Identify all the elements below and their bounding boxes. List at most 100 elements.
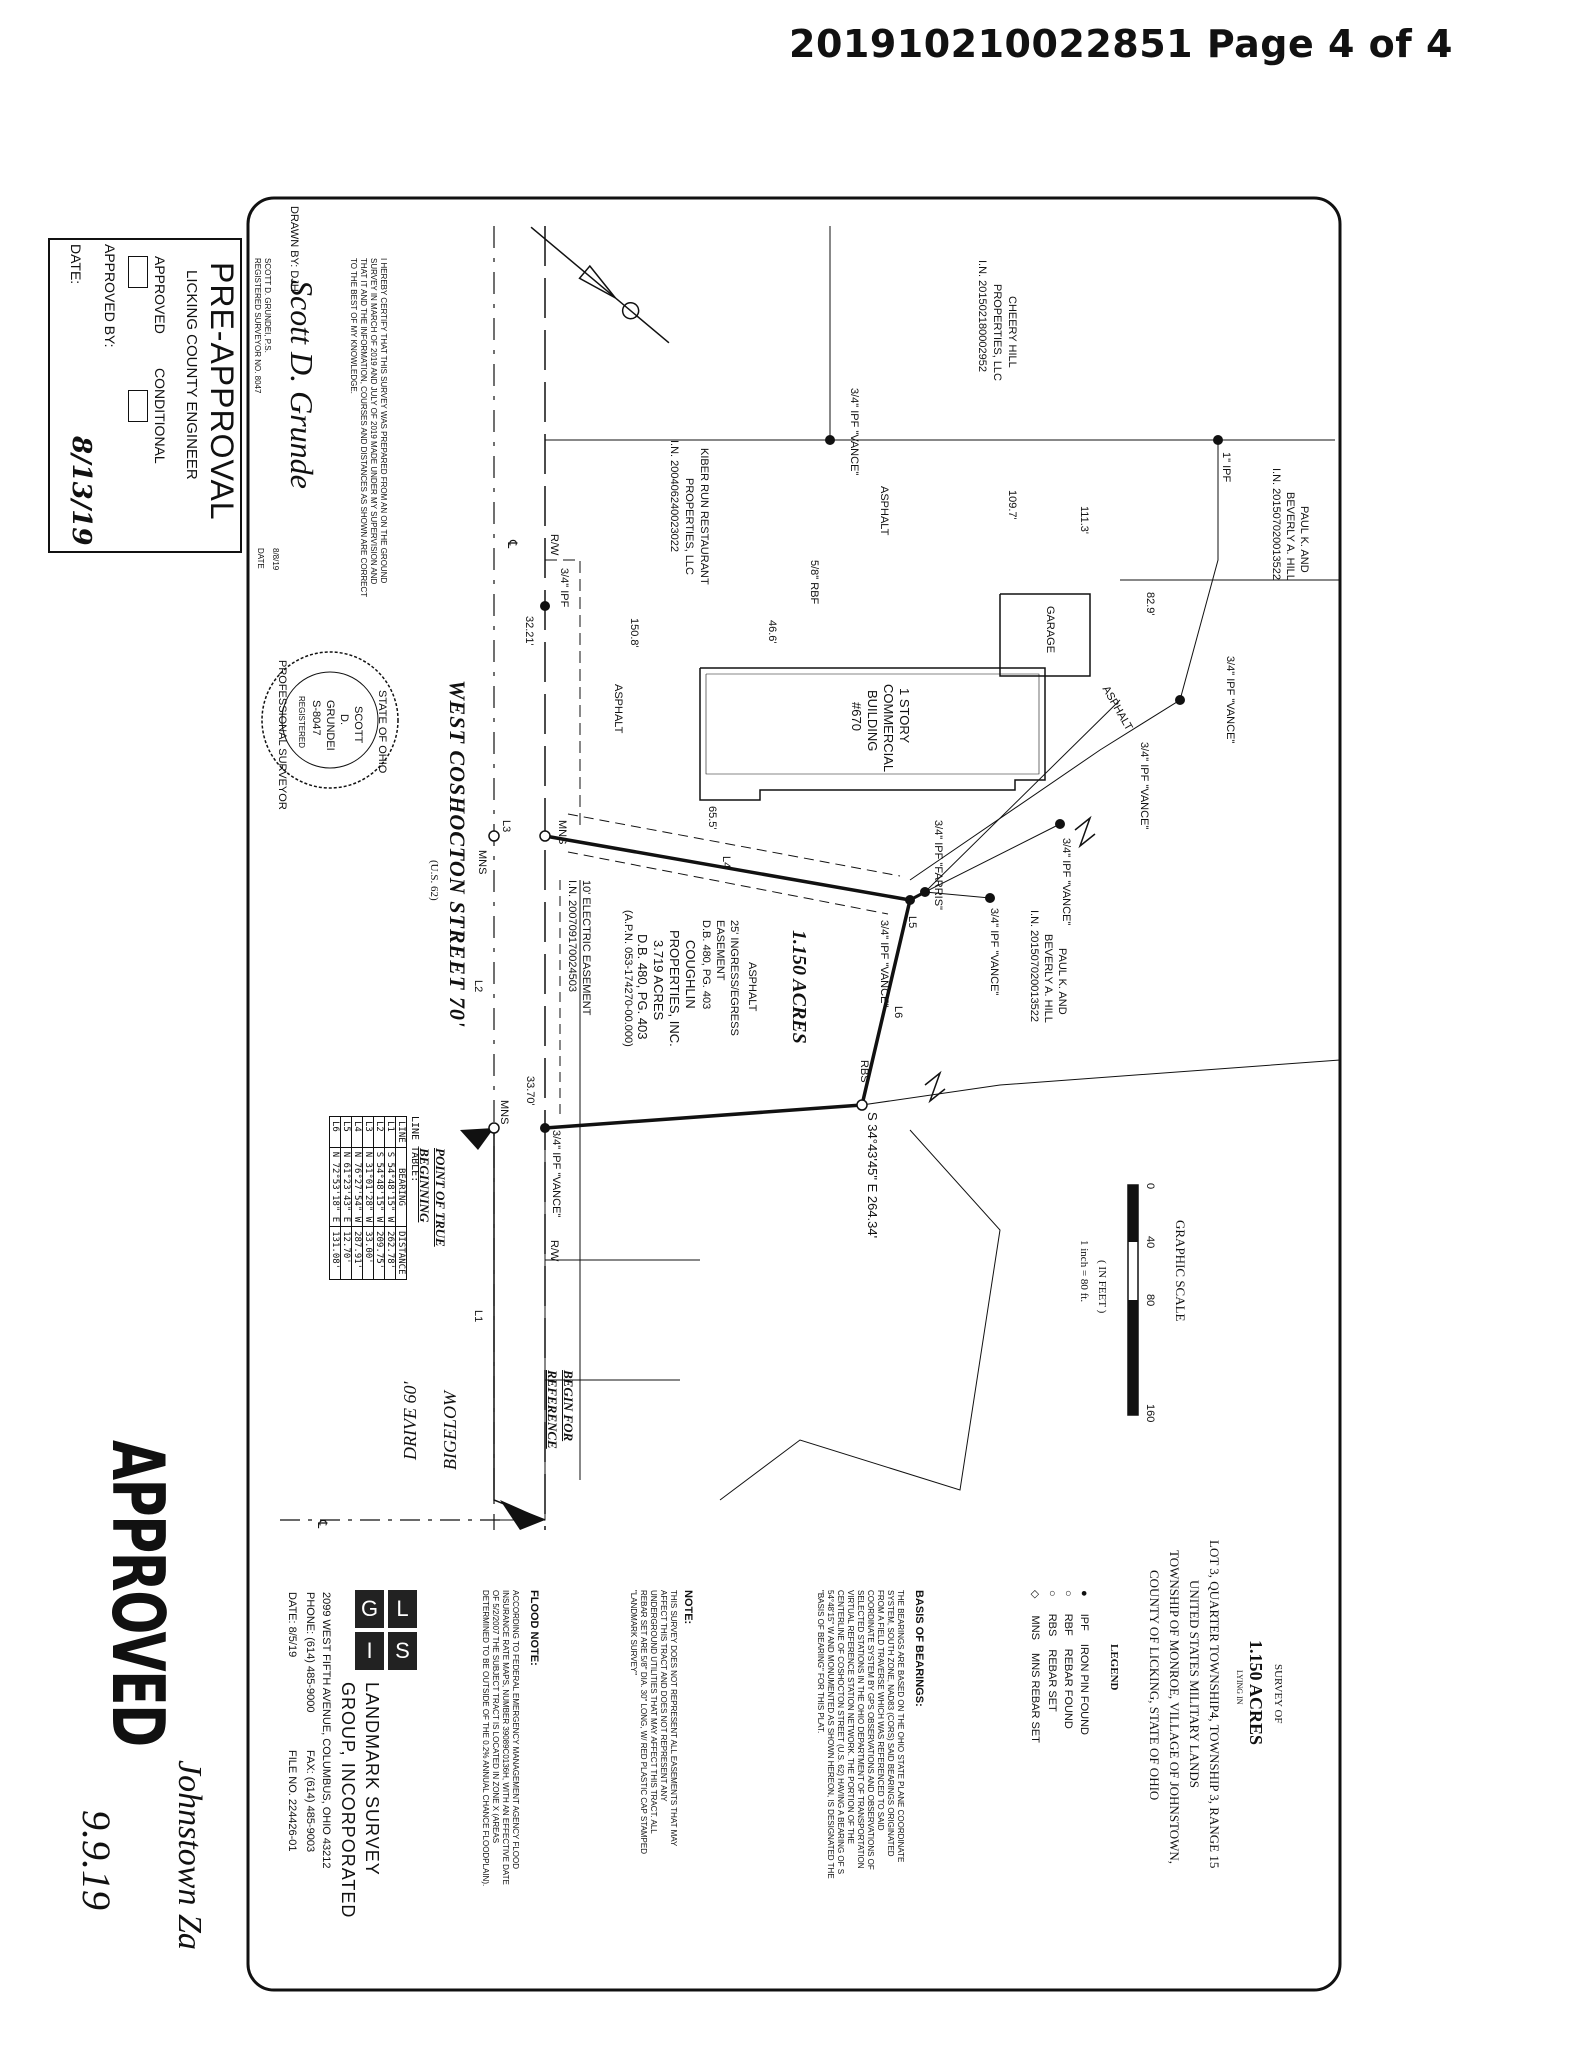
graphic-scale-ratio: 1 inch = 80 ft.: [1078, 1240, 1090, 1303]
table-cell: S 54°48'15" W: [384, 1147, 396, 1227]
garage-outline: [999, 593, 1091, 677]
scale-tick: 160: [1144, 1404, 1156, 1423]
ipf-marker: [540, 601, 550, 611]
legend-desc: MNS REBAR SET: [1029, 1653, 1041, 1743]
dim-label: 82.9': [1144, 592, 1156, 616]
scale-tick: 0: [1144, 1183, 1156, 1190]
monument-label: 3/4" IPF "VANCE": [878, 920, 890, 1008]
flood-text: ACCORDING TO FEDERAL EMERGENCY MANAGEMEN…: [481, 1590, 520, 1887]
firm-address: 2099 WEST FIFTH AVENUE, COLUMBUS, OHIO 4…: [320, 1592, 332, 1869]
seal-name-2: D.: [338, 714, 350, 725]
monument-label: 3/4" IPF "VANCE": [1060, 838, 1072, 926]
logo-letter: L: [388, 1590, 417, 1628]
monument-label: 3/4" IPF "VANCE": [550, 1130, 562, 1218]
line-table-header: BEARING: [395, 1147, 407, 1227]
electric-easement-label: 10' ELECTRIC EASEMENT: [580, 880, 592, 1016]
rbs-marker: [856, 1099, 868, 1111]
firm-fax: FAX: (614) 485-9003: [304, 1750, 316, 1853]
street-route: (U.S. 62): [428, 860, 440, 901]
table-cell: 262.78': [384, 1226, 396, 1279]
pob-arrow: [460, 1128, 494, 1150]
electric-easement-label-2: I.N. 200709170024503: [566, 880, 578, 992]
certification-date: 8/8/19: [271, 548, 280, 571]
hill-to-farris: [924, 699, 1121, 893]
tract-boundary: [544, 834, 913, 1130]
legend-code: RBS: [1046, 1613, 1058, 1637]
legend-item: ○ RBS REBAR SET: [1046, 1590, 1058, 1712]
bigelow-name: BIGELOW: [440, 1391, 460, 1470]
approval-handwriting: Johnstown Za: [171, 1760, 208, 1950]
coughlin-owner: COUGHLIN: [683, 940, 698, 1009]
firm-name-1: LANDMARK SURVEY: [362, 1682, 382, 1876]
row-label: R/W: [548, 1240, 560, 1262]
tract-acreage: 1.150 ACRES: [788, 930, 810, 1044]
centerline-symbol: ℄: [505, 540, 520, 549]
line-table-header-row: LINE BEARING DISTANCE: [395, 1116, 407, 1279]
surveyor-name: SCOTT D. GRUNDEI, P.S.: [263, 258, 272, 353]
surveyor-signature: Scott D. Grunde: [284, 280, 320, 489]
kiber-instrument: I.N. 200406240023022: [668, 440, 680, 552]
ipf-marker: [985, 893, 995, 903]
table-cell: N 31°01'28" W: [362, 1147, 374, 1227]
survey-title-line7: COUNTY OF LICKING, STATE OF OHIO: [1147, 1570, 1162, 1801]
monument-label: 3/4" IPF: [558, 568, 570, 608]
begin-for-reference: BEGIN FOR: [561, 1370, 576, 1442]
firm-date: DATE: 8/5/19: [286, 1592, 298, 1658]
table-cell: 33.00': [362, 1226, 374, 1279]
pre-approval-stamp: PRE-APPROVAL LICKING COUNTY ENGINEER APP…: [48, 238, 242, 553]
cheery-hill-instrument: I.N. 201502180002952: [976, 260, 988, 372]
legend-code: RBF: [1062, 1613, 1074, 1636]
table-cell: 12.70': [340, 1226, 352, 1279]
bigelow-row: [500, 1128, 546, 1521]
table-row: L5 N 61°23'43" E 12.70': [340, 1116, 352, 1279]
asphalt-label: ASPHALT: [612, 684, 624, 734]
hill-instrument: I.N. 201507020013522: [1270, 468, 1282, 580]
monument-label: 3/4" IPF "FARRIS": [932, 820, 944, 910]
building-label-1: 1 STORY: [897, 688, 912, 744]
ipf-marker: [905, 895, 915, 905]
kiber-owner: KIBER RUN RESTAURANT: [698, 448, 710, 585]
monument-label: 3/4" IPF "VANCE": [1224, 656, 1236, 744]
table-cell: N 76°27'54" W: [351, 1147, 363, 1227]
monument-label: 3/4" IPF "VANCE": [988, 908, 1000, 996]
table-row: L4 N 76°27'54" W 287.91': [351, 1116, 363, 1279]
coughlin-owner-2: PROPERTIES, INC.: [667, 930, 682, 1047]
drawn-by: DRAWN BY: DJH: [288, 206, 300, 292]
table-cell: 131.08': [329, 1226, 341, 1279]
scale-tick: 40: [1144, 1236, 1156, 1249]
hill-b-line-2: [924, 891, 991, 899]
seal-number: S-8047: [310, 700, 322, 736]
basis-title: BASIS OF BEARINGS:: [913, 1590, 925, 1707]
begin-for-reference-2: REFERENCE: [545, 1370, 560, 1449]
legend-item: ◇ MNS MNS REBAR SET: [1029, 1590, 1042, 1743]
seal-state: STATE OF OHIO: [376, 690, 388, 774]
legend-symbol-icon: ○: [1046, 1590, 1058, 1597]
cheery-hill-owner: CHEERY HILL: [1006, 296, 1018, 368]
asphalt-label: ASPHALT: [878, 486, 890, 536]
ipf-marker: [540, 1123, 550, 1133]
note-title: NOTE:: [682, 1590, 694, 1625]
table-cell: L4: [351, 1116, 363, 1148]
coughlin-deed: D.B. 480, PG. 403: [635, 934, 650, 1040]
monument-label: MNS: [498, 1100, 510, 1125]
seal-name-1: SCOTT: [352, 706, 364, 744]
legend-desc: REBAR SET: [1046, 1649, 1058, 1712]
building-label-4: #670: [849, 702, 864, 731]
document-page-header: 201910210022851 Page 4 of 4: [789, 22, 1453, 66]
ingress-easement-label-2: EASEMENT: [714, 920, 726, 981]
legend-code: IPF: [1078, 1613, 1090, 1631]
line-table-title: LINE TABLE:: [409, 1116, 420, 1183]
hill-b-owner: PAUL K. AND: [1056, 948, 1068, 1015]
dim-label: 150.8': [628, 618, 640, 648]
table-cell: N 61°23'43" E: [340, 1147, 352, 1227]
legend-desc: IRON PIN FOUND: [1078, 1643, 1090, 1735]
mns-marker: [488, 1122, 500, 1134]
coughlin-apn: (A.P.N. 053-174270-00.000): [622, 910, 634, 1047]
surveyor-seal: [261, 651, 399, 789]
logo-letter: S: [388, 1632, 417, 1670]
north-arrow: [530, 226, 670, 344]
table-row: L1 S 54°48'15" W 262.78': [384, 1116, 396, 1279]
firm-name-2: GROUP, INCORPORATED: [338, 1682, 358, 1919]
cheery-hill-boundary: [545, 226, 831, 441]
legend-desc: REBAR FOUND: [1062, 1648, 1074, 1729]
